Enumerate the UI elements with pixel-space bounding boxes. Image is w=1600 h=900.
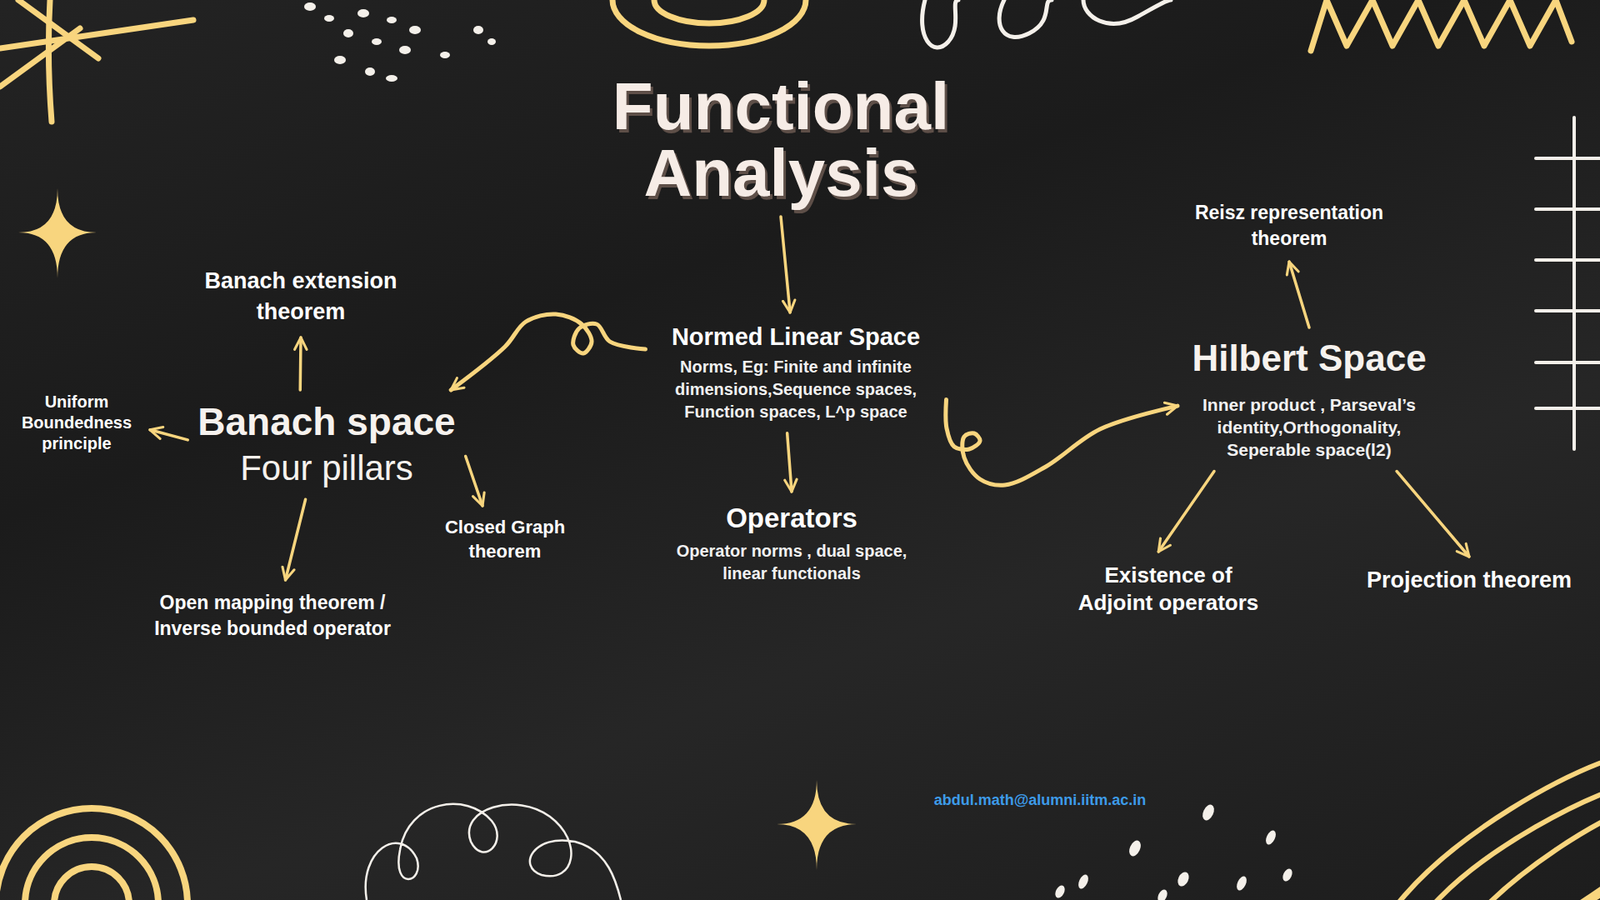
chalk-loop [1438, 770, 1600, 900]
theorem-node: Closed Graph theorem [430, 512, 580, 567]
chalk-dot [399, 45, 411, 55]
topic-heading: Banach space [197, 400, 455, 445]
chalk-loop [1348, 707, 1600, 900]
chalk-dot [1200, 802, 1216, 822]
title-text: Functional Analysis [584, 73, 978, 207]
chalk-dot [440, 51, 450, 59]
chalk-cloud [365, 804, 621, 900]
topic-body: Norms, Eg: Finite and infinite dimension… [655, 355, 937, 424]
chalk-dot [371, 38, 382, 45]
chalk-dot [324, 15, 335, 22]
chalk-dot [304, 2, 316, 11]
chalk-dot [1126, 838, 1143, 858]
curly-arrow [450, 314, 645, 390]
contact-email: abdul.math@alumni.iitm.ac.in [934, 791, 1147, 810]
chalk-dot [473, 25, 484, 35]
arrow [299, 337, 303, 390]
arrow [1158, 470, 1215, 552]
chalk-stroke [48, 0, 52, 122]
topic-node: Hilbert SpaceInner product , Parseval’s … [1184, 334, 1435, 465]
topic-heading: Normed Linear Space [655, 322, 937, 352]
chalk-line [1535, 258, 1600, 262]
chalk-stroke [0, 20, 194, 49]
chalk-dot [1280, 867, 1295, 884]
topic-node: Normed Linear SpaceNorms, Eg: Finite and… [652, 319, 940, 427]
chalk-dot [365, 67, 375, 76]
chalk-line [1535, 156, 1600, 160]
theorem-node: Banach extension theorem [180, 262, 422, 331]
chalk-line [1535, 309, 1600, 313]
chalk-dot [1053, 884, 1067, 900]
arrow [1289, 261, 1310, 328]
arrow [787, 433, 792, 492]
chalk-dots [304, 2, 496, 82]
topic-subheading: Four pillars [197, 447, 455, 490]
chalk-arc [0, 808, 188, 900]
arrow [285, 499, 306, 580]
chalk-arc [25, 837, 159, 900]
theorem-text: Open mapping theorem / Inverse bounded o… [146, 590, 399, 642]
chalk-dot [1155, 888, 1170, 900]
theorem-text: Closed Graph theorem [433, 515, 577, 564]
arrow [150, 430, 188, 440]
theorem-node: Projection theorem [1363, 563, 1575, 597]
chalk-dot [1076, 873, 1091, 891]
topic-node: Banach spaceFour pillars [194, 396, 459, 493]
chalk-line [1572, 117, 1576, 450]
theorem-node: Uniform Boundedness principle [10, 388, 144, 458]
topic-heading: Hilbert Space [1187, 337, 1431, 380]
theorem-text: Uniform Boundedness principle [13, 391, 140, 455]
chalk-dot [343, 29, 354, 38]
theorem-text: Projection theorem [1366, 566, 1572, 594]
chalk-arc [654, 0, 765, 24]
curly-arrow [945, 400, 1178, 486]
chalk-arcs [612, 0, 806, 46]
topic-body: Operator norms , dual space, linear func… [661, 540, 922, 585]
theorem-text: Existence of Adjoint operators [1074, 561, 1264, 617]
chalk-dots [1053, 802, 1295, 900]
chalk-loop [1390, 743, 1600, 900]
chalk-dot [1175, 870, 1191, 888]
chalk-dot [1264, 829, 1279, 847]
chalk-dot [386, 16, 397, 24]
chalk-loops [1348, 707, 1600, 900]
chalk-line [1535, 207, 1600, 211]
chalk-dot [1235, 875, 1250, 893]
title-node: Functional Analysis [580, 70, 981, 210]
theorem-node: Reisz representation theorem [1176, 196, 1402, 255]
chalk-asterisk [0, 0, 194, 122]
chalk-stroke [18, 0, 99, 59]
chalk-grid [1535, 117, 1600, 450]
chalk-line [1535, 360, 1600, 365]
theorem-node: Open mapping theorem / Inverse bounded o… [143, 586, 402, 645]
arrow [780, 216, 790, 313]
sparkle-star [776, 780, 857, 870]
arrow [465, 455, 483, 506]
theorem-text: Reisz representation theorem [1180, 200, 1399, 252]
chalk-arc [54, 866, 130, 900]
topic-body: Inner product , Parseval’s identity,Orth… [1187, 393, 1431, 462]
arrow [1396, 470, 1470, 557]
chalk-dot [385, 75, 398, 82]
chalk-arc [612, 0, 806, 46]
chalk-dot [357, 9, 370, 18]
chalk-dot [334, 55, 346, 65]
sparkle-star [18, 188, 97, 279]
topic-heading: Operators [661, 501, 922, 535]
chalk-line [1535, 406, 1600, 410]
theorem-text: Banach extension theorem [183, 265, 419, 328]
topic-node: OperatorsOperator norms , dual space, li… [658, 498, 925, 589]
chalk-spiral [0, 808, 188, 900]
chalk-dot [487, 38, 496, 45]
chalk-zigzag [1310, 0, 1572, 51]
theorem-node: Existence of Adjoint operators [1070, 558, 1267, 620]
chalk-loops [922, 0, 1171, 48]
chalk-dot [409, 25, 421, 35]
